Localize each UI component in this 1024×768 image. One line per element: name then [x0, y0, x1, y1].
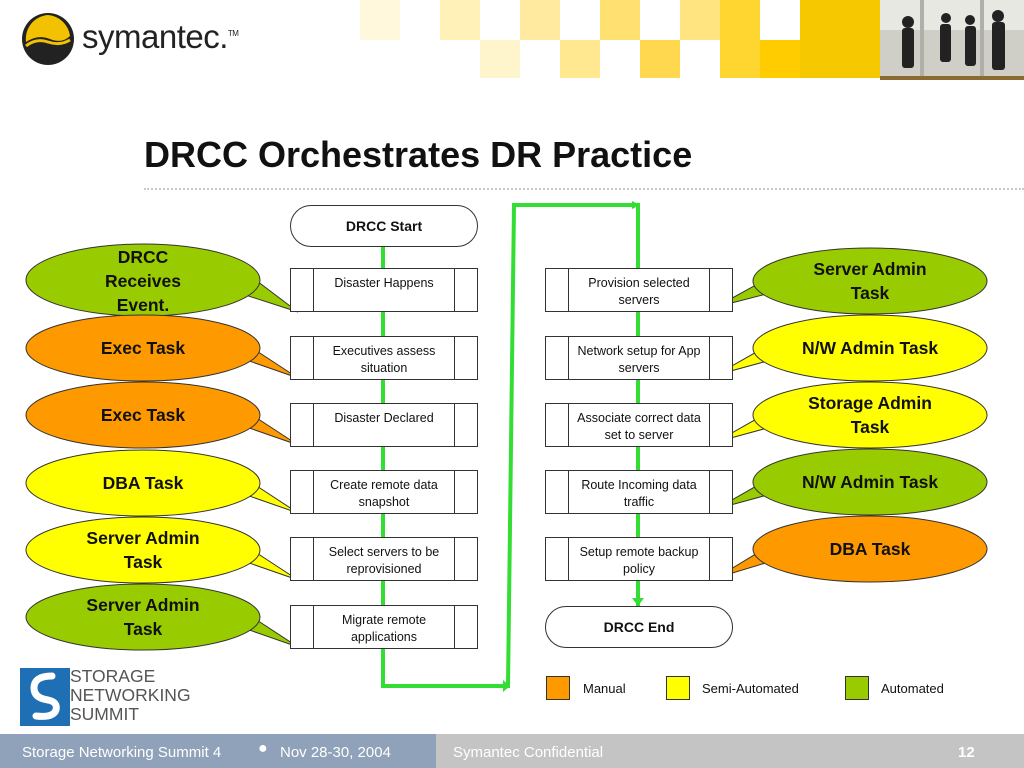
callout-label: Exec Task — [100, 338, 186, 358]
bullet-icon: ● — [258, 740, 268, 757]
connector-arrow-top — [632, 201, 640, 209]
process-step: Disaster Happens — [290, 268, 478, 312]
callout-left-4 — [25, 449, 299, 517]
process-step-label: Network setup for App servers — [577, 344, 701, 375]
callout-label: Server Admin Task — [86, 595, 200, 639]
legend-label-manual: Manual — [583, 681, 626, 696]
page-title: DRCC Orchestrates DR Practice — [144, 134, 693, 175]
connector-arrow-right — [503, 680, 510, 692]
callout-left-2 — [25, 314, 299, 382]
footer-right-bar — [436, 734, 1024, 768]
process-step: Disaster Declared — [290, 403, 478, 447]
process-step: Provision selected servers — [545, 268, 733, 312]
process-step-label: Disaster Happens — [334, 276, 434, 290]
callout-label: Storage Admin Task — [808, 393, 932, 437]
legend-swatch-manual — [546, 676, 570, 700]
symantec-logo-icon — [22, 13, 74, 65]
legend-swatch-semi-automated — [666, 676, 690, 700]
process-step-label: Disaster Declared — [334, 411, 434, 425]
callout-label: Server Admin Task — [813, 259, 927, 303]
header-decoration — [360, 0, 880, 78]
process-step-label: Migrate remote applications — [341, 613, 427, 644]
callout-label: DRCC Receives Event. — [105, 247, 181, 315]
trademark-mark: TM — [227, 29, 239, 38]
callout-left-6 — [25, 583, 299, 651]
callout-left-3 — [25, 381, 299, 449]
process-step-label: Route Incoming data traffic — [581, 478, 697, 509]
callout-label: Exec Task — [100, 405, 186, 425]
process-step: Migrate remote applications — [290, 605, 478, 649]
sns-line-2: NETWORKING — [70, 685, 191, 705]
process-step: Associate correct data set to server — [545, 403, 733, 447]
storage-networking-summit-logo-icon — [20, 668, 70, 726]
process-step: Select servers to be reprovisioned — [290, 537, 478, 581]
process-step-label: Executives assess situation — [332, 344, 436, 375]
footer-event: Storage Networking Summit 4 — [22, 744, 222, 761]
flow-end: DRCC End — [545, 606, 733, 648]
sns-line-1: STORAGE — [70, 666, 156, 686]
callout-left-5 — [25, 516, 299, 584]
business-people-photo — [880, 0, 1024, 80]
footer-left-bar — [0, 734, 436, 768]
callout-label: DBA Task — [829, 539, 911, 559]
brand-name: symantec.TM — [82, 18, 239, 55]
callout-label: N/W Admin Task — [801, 338, 939, 358]
process-step-label: Setup remote backup policy — [579, 545, 699, 576]
process-step: Network setup for App servers — [545, 336, 733, 380]
footer-confidential: Symantec Confidential — [453, 744, 604, 761]
process-step: Route Incoming data traffic — [545, 470, 733, 514]
process-step-label: Select servers to be reprovisioned — [328, 545, 440, 576]
process-step-label: Create remote data snapshot — [330, 478, 438, 509]
title-divider — [144, 188, 1024, 190]
footer-date: Nov 28-30, 2004 — [280, 744, 391, 761]
legend-label-semi-automated: Semi-Automated — [702, 681, 799, 696]
page-number: 12 — [958, 744, 975, 761]
process-step-label: Associate correct data set to server — [577, 411, 701, 442]
process-step: Executives assess situation — [290, 336, 478, 380]
legend-swatch-automated — [845, 676, 869, 700]
callout-label: N/W Admin Task — [801, 472, 939, 492]
process-step: Create remote data snapshot — [290, 470, 478, 514]
flow-start: DRCC Start — [290, 205, 478, 247]
process-step: Setup remote backup policy — [545, 537, 733, 581]
sns-line-3: SUMMIT — [70, 704, 140, 724]
callout-label: DBA Task — [102, 473, 184, 493]
legend-label-automated: Automated — [881, 681, 944, 696]
connector-arrow-down — [632, 598, 644, 606]
callout-label: Server Admin Task — [86, 528, 200, 572]
process-step-label: Provision selected servers — [588, 276, 690, 307]
sns-logo-text: STORAGE NETWORKING SUMMIT — [70, 667, 191, 724]
